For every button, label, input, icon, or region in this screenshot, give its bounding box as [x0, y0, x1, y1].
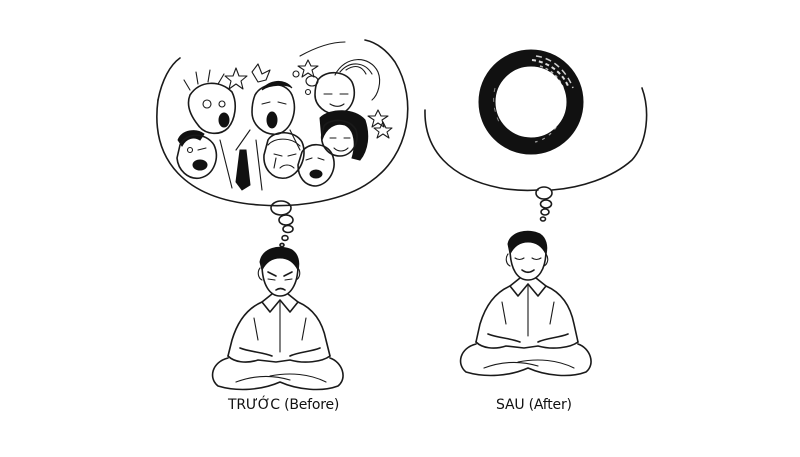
after-thought-bubble: [424, 87, 648, 222]
enso-circle: [478, 49, 584, 155]
crying-face: [263, 131, 305, 179]
before-caption: TRƯỚC (Before): [228, 397, 340, 413]
angry-face-2: [235, 81, 301, 151]
woman-face: [319, 110, 369, 161]
before-thought-bubble: [156, 39, 409, 248]
chaotic-faces-crowd: [176, 59, 393, 191]
laughing-face: [176, 130, 218, 180]
calm-meditator: [459, 230, 592, 377]
after-caption: SAU (After): [496, 397, 572, 413]
laughing-face-2: [297, 143, 335, 187]
sleepy-face: [314, 71, 356, 115]
angry-face-1: [183, 69, 237, 135]
tense-meditator: [211, 246, 344, 391]
